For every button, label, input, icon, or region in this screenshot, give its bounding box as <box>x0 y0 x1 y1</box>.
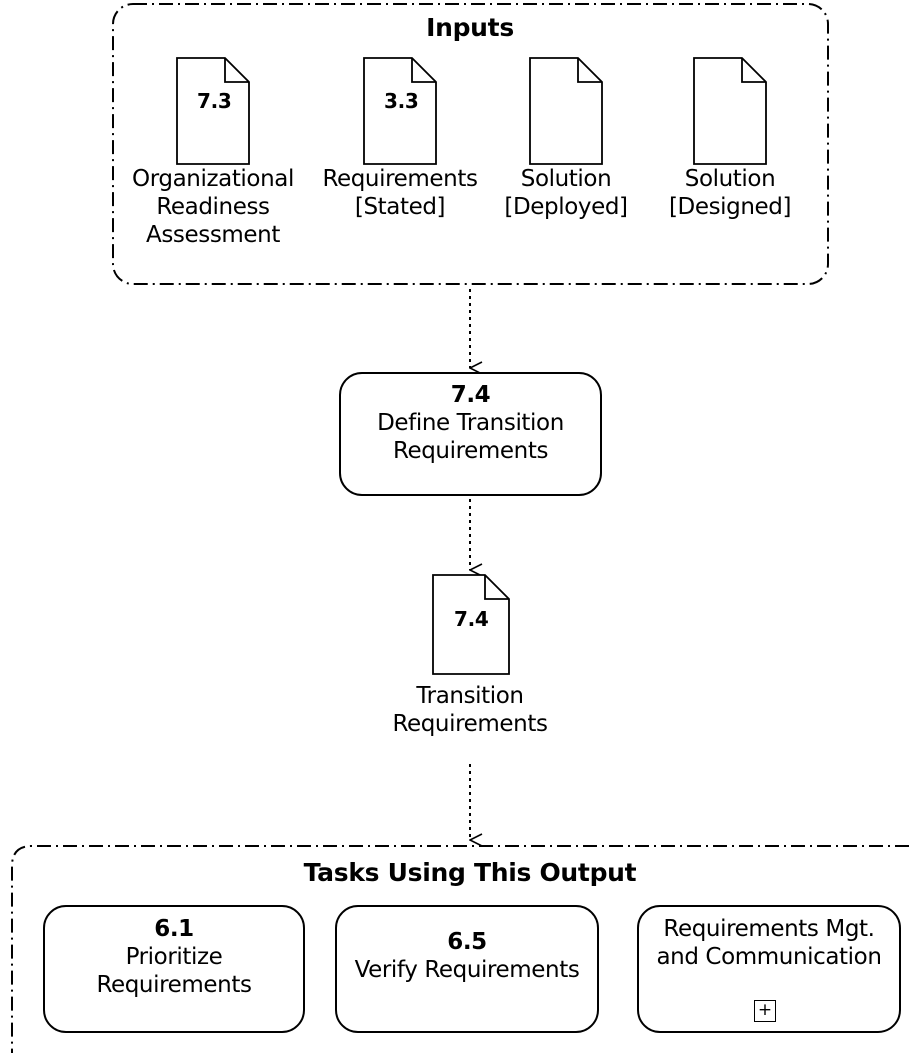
inputs-group-frame <box>112 3 829 285</box>
tasks-group-frame <box>11 845 909 1053</box>
document-icon <box>529 57 603 165</box>
tasks-using-output-heading: Tasks Using This Output <box>303 858 637 887</box>
document-icon <box>432 574 510 675</box>
task-number: 6.5 <box>447 929 487 955</box>
document-number: 3.3 <box>384 89 419 113</box>
task-label: Requirements Mgt. and Communication <box>656 916 882 971</box>
task-label: 6.1 Prioritize Requirements <box>44 915 304 999</box>
document-number: 7.4 <box>454 607 489 631</box>
task-box <box>339 372 602 496</box>
document-icon <box>176 57 250 165</box>
input-label: Organizational Readiness Assessment <box>132 166 294 249</box>
inputs-heading: Inputs <box>426 13 514 42</box>
document-icon <box>693 57 767 165</box>
input-label: Solution [Designed] <box>668 166 792 221</box>
task-box <box>637 905 901 1033</box>
task-label: 6.5 Verify Requirements <box>336 928 598 984</box>
task-number: 6.1 <box>154 916 194 942</box>
expand-icon: + <box>754 1000 776 1022</box>
document-number: 7.3 <box>197 89 232 113</box>
task-number: 7.4 <box>450 382 491 408</box>
task-label: 7.4 Define Transition Requirements <box>340 381 601 465</box>
document-icon <box>363 57 437 165</box>
input-label: Solution [Deployed] <box>504 166 628 221</box>
task-box <box>43 905 305 1033</box>
task-box <box>335 905 599 1033</box>
output-label: Transition Requirements <box>392 683 548 738</box>
input-label: Requirements [Stated] <box>322 166 478 221</box>
